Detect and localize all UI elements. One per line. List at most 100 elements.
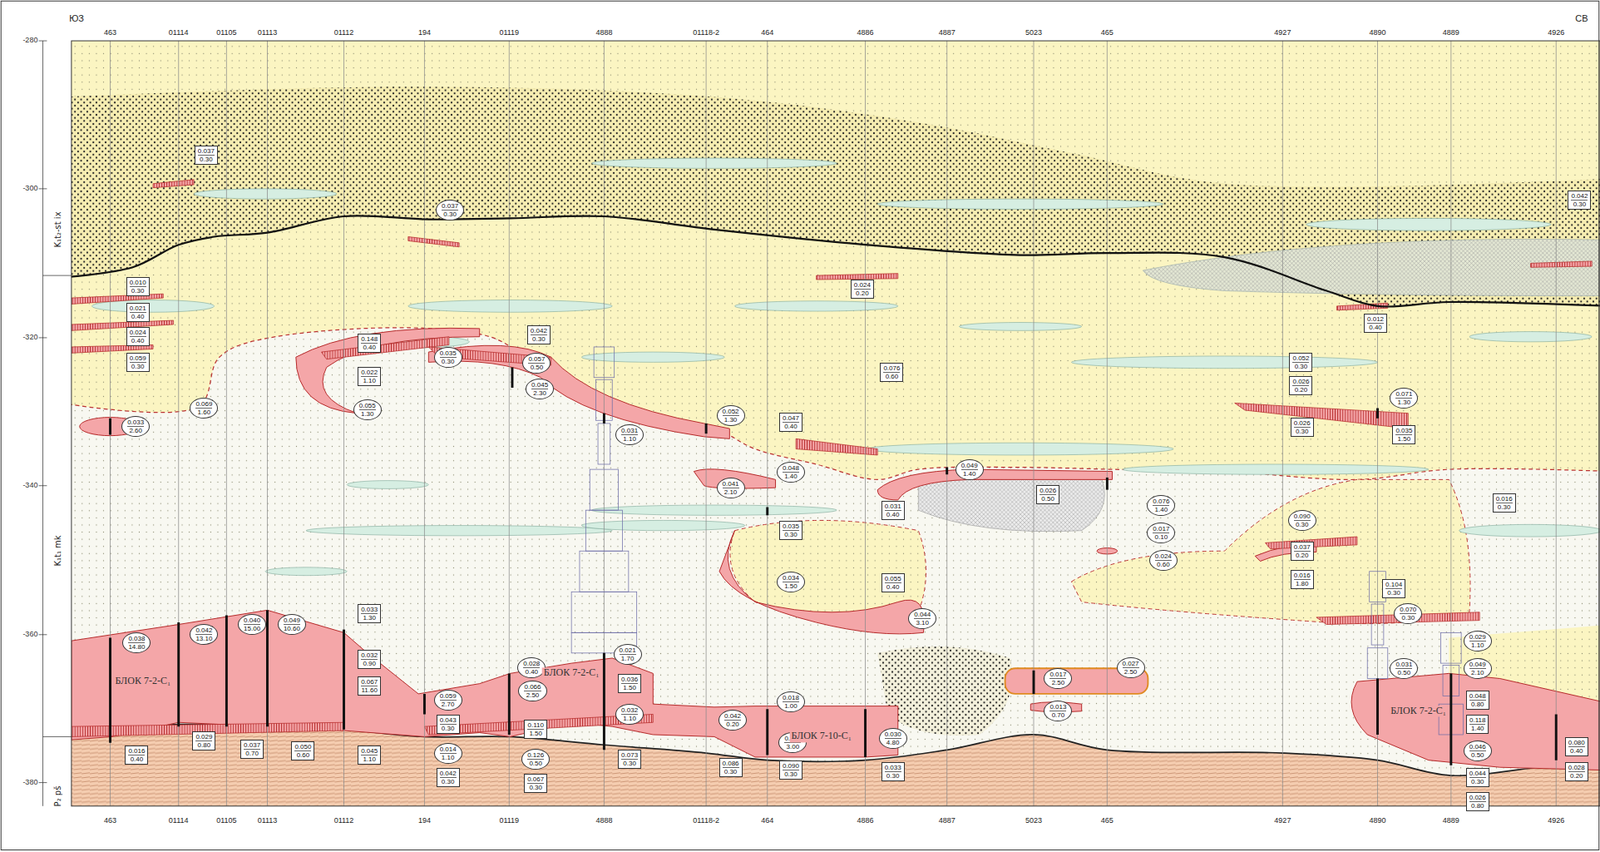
sample-ellipse: 0.0491.40 — [955, 459, 984, 480]
thickness-value: 0.30 — [1399, 613, 1417, 622]
borehole-name: 465 — [1099, 29, 1116, 39]
borehole — [424, 40, 425, 806]
grade-value: 0.026 — [1292, 377, 1309, 386]
silt-lens-outline — [1142, 238, 1600, 296]
sample-box: 0.0160.40 — [124, 745, 149, 765]
borehole-name: 463 — [102, 816, 119, 825]
sample-ellipse: 0.0272.50 — [1116, 656, 1146, 678]
sample-box: 0.0760.60 — [879, 362, 904, 382]
grade-value: 0.090 — [782, 761, 800, 771]
clay-lens — [1459, 523, 1600, 537]
thickness-value: 1.00 — [782, 701, 800, 710]
thickness-value: 0.30 — [782, 530, 800, 539]
sample-ellipse: 0.0711.30 — [1389, 387, 1418, 409]
sample-box: 0.0260.20 — [1288, 375, 1313, 396]
grade-value: 0.035 — [439, 349, 457, 358]
clay-lens — [346, 480, 429, 489]
grade-value: 0.041 — [722, 479, 740, 489]
silt-lens — [1142, 238, 1600, 296]
thickness-value: 2.10 — [1469, 668, 1487, 677]
sample-ellipse: 0.0170.10 — [1146, 522, 1176, 544]
section-body — [71, 40, 1600, 806]
ore-intercept — [1376, 408, 1379, 419]
borehole-name: 01118-2 — [691, 29, 721, 39]
grade-value: 0.042 — [530, 326, 548, 336]
sample-box: 0.0240.40 — [126, 326, 150, 346]
kaolin-sand-unit-texture — [71, 327, 1600, 776]
thickness-value: 0.30 — [197, 155, 215, 163]
grade-value: 0.034 — [782, 573, 800, 583]
thickness-value: 0.50 — [528, 363, 545, 371]
grade-value: 0.073 — [621, 750, 638, 760]
borehole-name: 4890 — [1367, 29, 1388, 39]
borehole — [1282, 40, 1284, 806]
thickness-value: 10.60 — [283, 624, 301, 633]
borehole-name: 4888 — [593, 29, 614, 39]
grade-value: 0.044 — [913, 610, 931, 619]
grade-value: 0.055 — [359, 401, 376, 410]
thickness-value: 0.60 — [294, 750, 312, 759]
direction-label: ЮЗ — [69, 13, 84, 24]
sample-box: 0.1181.40 — [1466, 714, 1489, 734]
ore-intercept — [108, 637, 112, 742]
sample-ellipse: 0.0350.30 — [434, 346, 463, 368]
sample-box: 0.0221.10 — [357, 366, 381, 386]
sample-box: 0.0590.30 — [126, 352, 150, 372]
grade-value: 0.059 — [439, 691, 457, 701]
sample-ellipse: 0.0240.60 — [1149, 549, 1178, 571]
thickness-value: 0.30 — [129, 286, 147, 295]
ore-stringer-outline — [71, 320, 174, 331]
borehole-name: 5023 — [1023, 29, 1044, 39]
sample-box: 0.0240.20 — [850, 279, 875, 299]
grade-value: 0.042 — [724, 711, 741, 721]
ore-intercept — [1555, 713, 1558, 760]
depth-tick — [39, 40, 48, 42]
sample-ellipse: 0.0311.10 — [615, 424, 644, 445]
borehole-name: 01114 — [167, 29, 191, 39]
thickness-value: 1.10 — [360, 376, 378, 385]
thickness-value: 0.50 — [527, 759, 544, 767]
ore-intercept — [1106, 477, 1109, 490]
sample-box: 0.0451.10 — [357, 745, 381, 765]
sample-box: 0.0350.30 — [779, 520, 803, 540]
thickness-value: 0.60 — [1155, 560, 1172, 568]
thickness-value: 2.50 — [1049, 678, 1067, 687]
sample-ellipse: 0.0341.50 — [776, 571, 805, 593]
grade-value: 0.018 — [782, 693, 800, 702]
grade-value: 0.048 — [782, 464, 800, 473]
thickness-value: 0.40 — [884, 582, 902, 591]
sample-box: 0.0860.30 — [719, 757, 743, 777]
borehole-name: 465 — [1099, 816, 1116, 825]
borehole-name: 01119 — [497, 29, 521, 39]
borehole-name: 4887 — [937, 816, 958, 825]
thickness-value: 0.30 — [530, 335, 548, 343]
thickness-value: 1.30 — [722, 415, 740, 424]
grade-value: 0.032 — [621, 706, 638, 715]
sample-box: 0.0500.60 — [291, 740, 315, 761]
grade-value: 0.118 — [1469, 716, 1486, 725]
clay-lens — [592, 158, 837, 168]
sample-ellipse: 0.0662.50 — [518, 680, 547, 702]
sample-box: 0.0290.80 — [192, 730, 216, 751]
ore-body — [1030, 701, 1082, 712]
thickness-value: 0.30 — [1293, 520, 1311, 529]
borehole-name: 4886 — [855, 816, 876, 825]
facies-boundary — [71, 327, 1600, 480]
grade-value: 0.031 — [1395, 660, 1413, 669]
sample-ellipse: 0.0452.30 — [525, 378, 554, 400]
grade-value: 0.026 — [1469, 793, 1487, 802]
ore-body-outline — [877, 469, 1112, 500]
thickness-value: 0.40 — [1568, 746, 1586, 755]
depth-tick — [39, 781, 48, 783]
clay-lens — [592, 504, 837, 515]
sample-box: 0.0420.30 — [1567, 190, 1591, 210]
grade-value: 0.071 — [1395, 390, 1413, 399]
borehole — [266, 40, 268, 806]
depth-value: -340 — [22, 481, 38, 490]
depth-value: -280 — [22, 36, 38, 45]
sample-box: 0.0161.80 — [1290, 569, 1314, 589]
thickness-value: 2.50 — [1122, 667, 1140, 676]
grade-value: 0.012 — [1367, 315, 1384, 324]
thickness-value: 0.40 — [884, 510, 902, 519]
depth-tick — [39, 336, 48, 338]
